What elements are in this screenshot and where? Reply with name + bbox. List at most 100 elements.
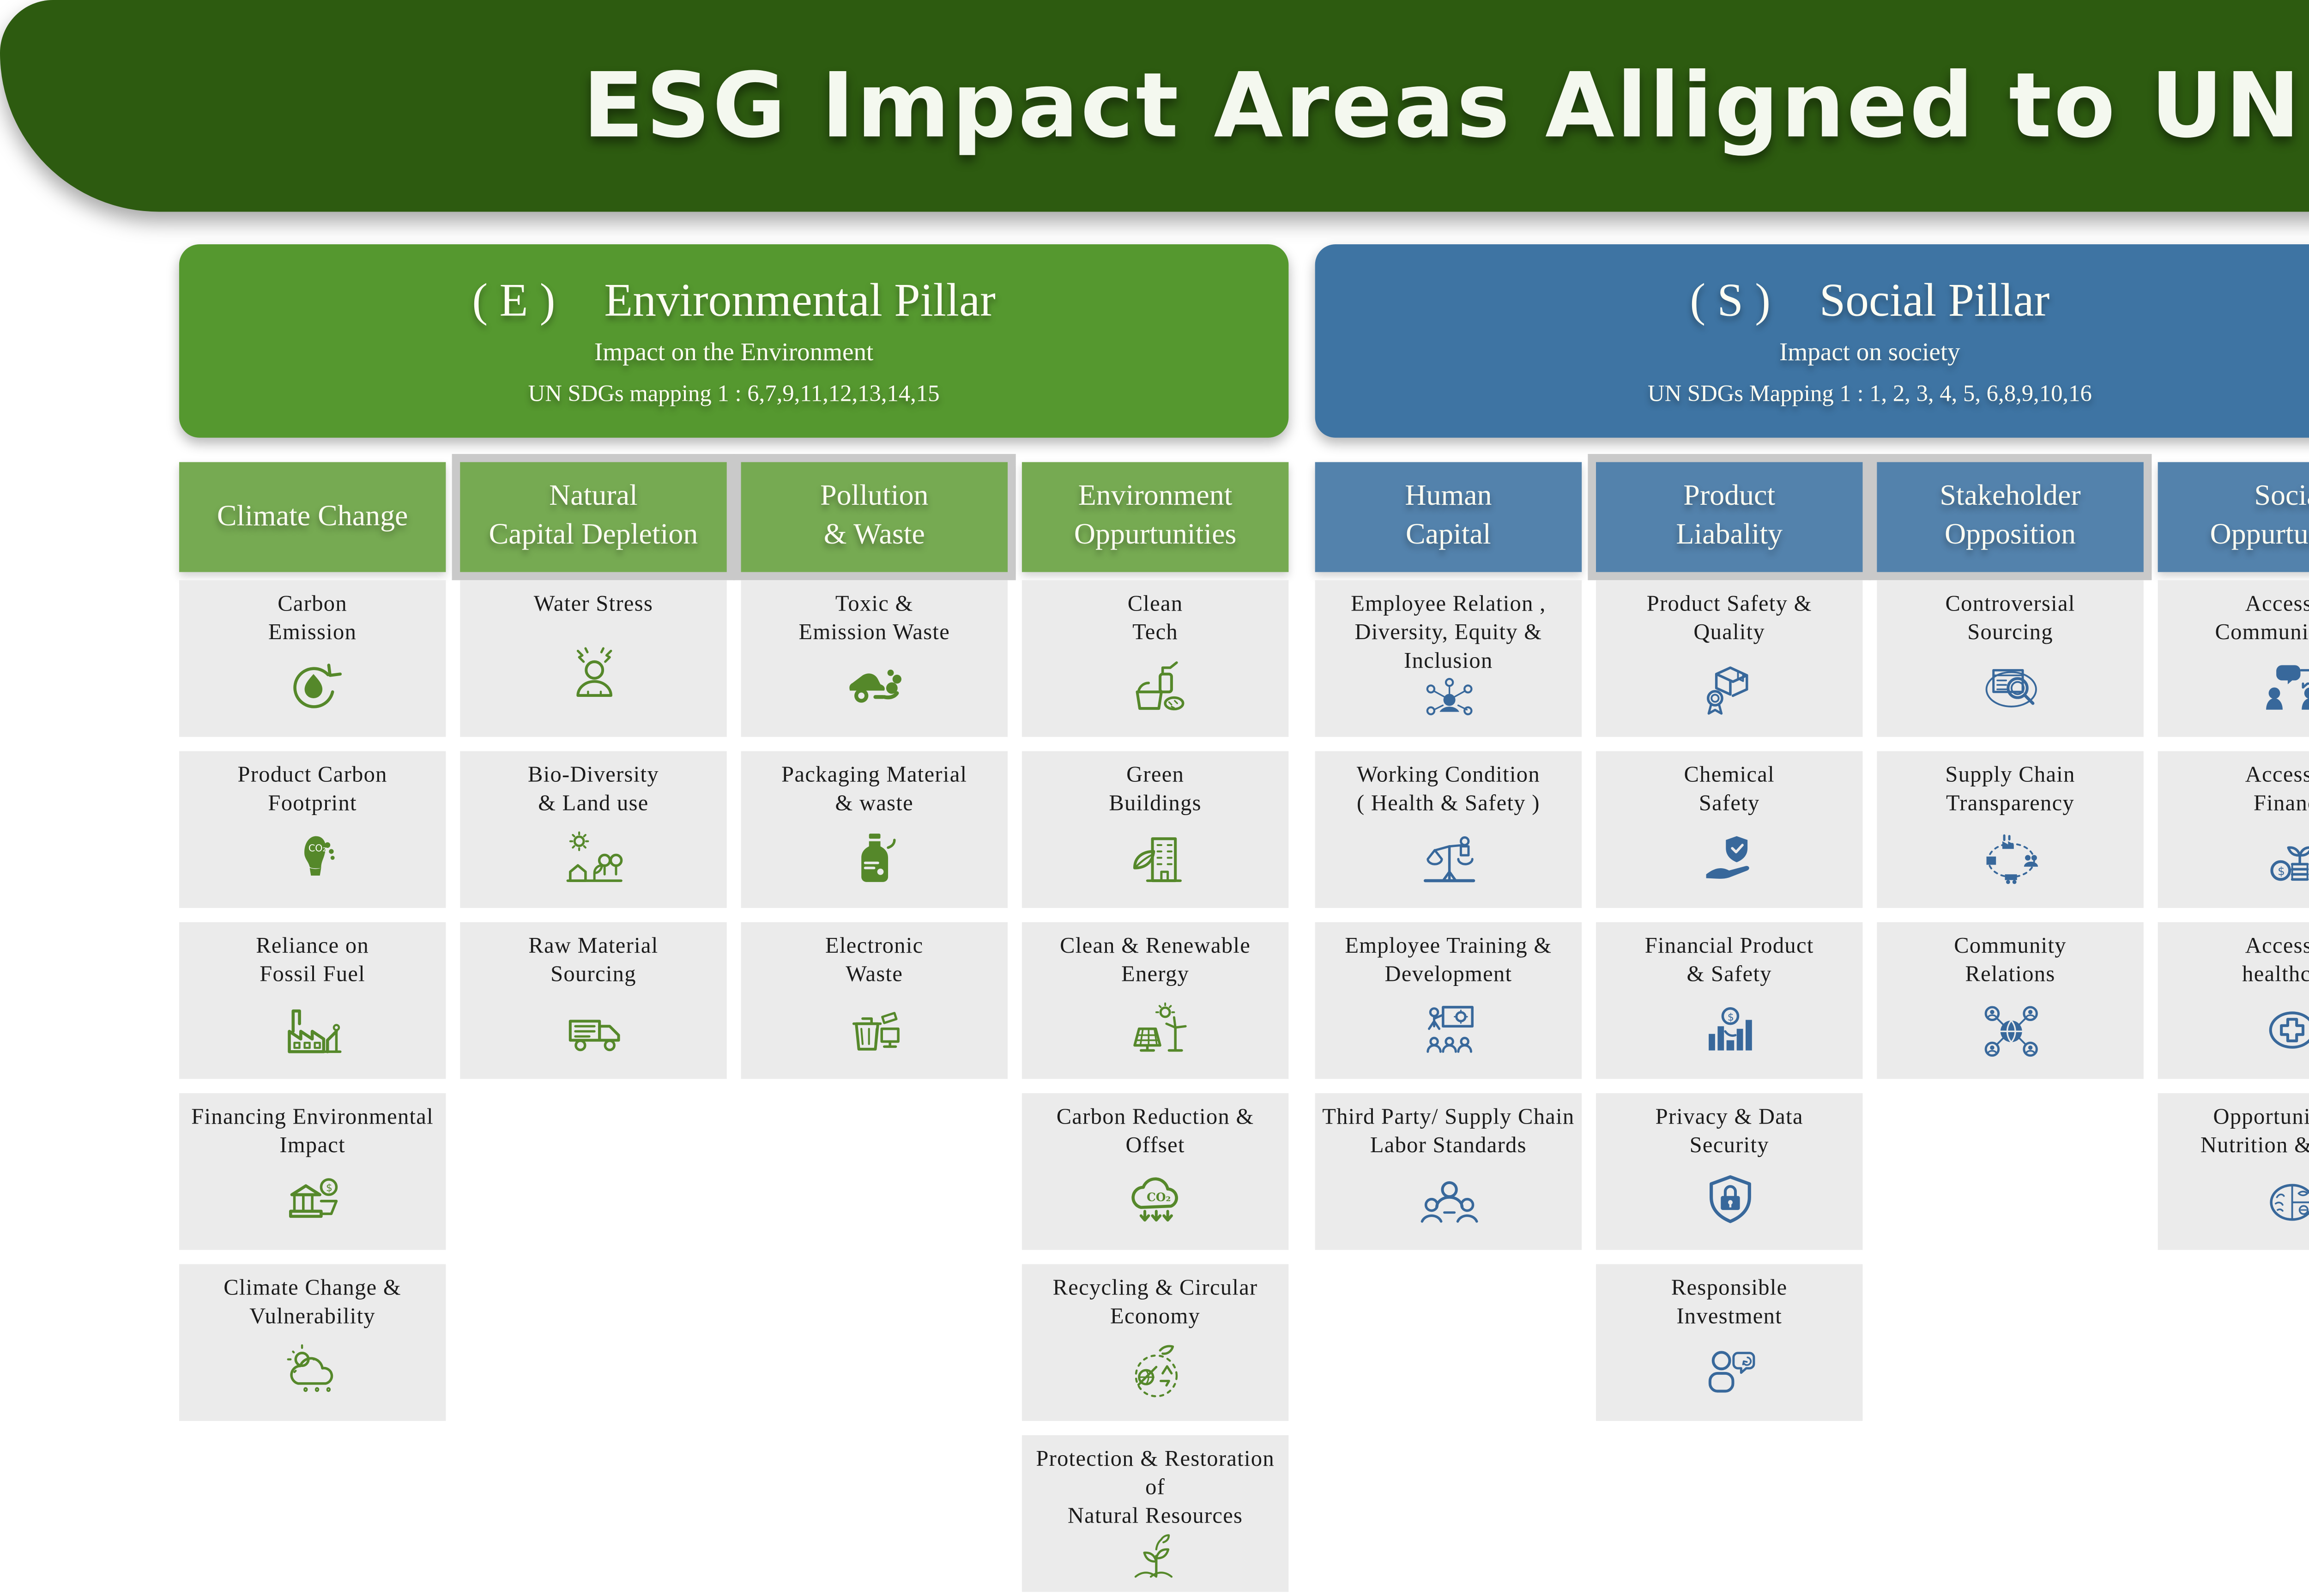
green-building-leaf-icon	[1111, 819, 1200, 900]
pillar-sdg-mapping: UN SDGs mapping 1 : 6,7,9,11,12,13,14,15	[528, 382, 940, 407]
supplychain-cycle-icon	[1965, 819, 2055, 900]
scale-balance-icon	[1403, 819, 1493, 900]
impact-label: Carbon Reduction & Offset	[1056, 1105, 1254, 1158]
restoration-sprout-icon	[1111, 1531, 1200, 1584]
svg-text:$: $	[325, 1183, 332, 1194]
svg-text:$: $	[2277, 865, 2284, 878]
impact-cell: Climate Change & Vulnerability	[179, 1264, 446, 1421]
category-header: Environment Oppurtunities	[1022, 462, 1289, 572]
pillar-name: Environmental Pillar	[604, 275, 996, 326]
impact-label: Responsible Investment	[1671, 1276, 1788, 1329]
coins-sprout-icon: $	[2246, 819, 2309, 900]
category-header: Stakeholder Opposition	[1877, 462, 2144, 572]
impact-label: Access to healthcare	[2242, 934, 2309, 987]
quality-badge-box-icon	[1685, 648, 1774, 729]
training-presentation-icon	[1403, 991, 1493, 1071]
pillar-letter: ( S )	[1690, 275, 1771, 326]
impact-cell: Controversial Sourcing	[1877, 580, 2144, 737]
impact-cell: Toxic & Emission Waste	[741, 580, 1008, 737]
impact-cell: Electronic Waste	[741, 922, 1008, 1079]
impact-label: Carbon Emission	[268, 592, 357, 645]
category-header: Pollution & Waste	[741, 462, 1008, 572]
pillar-subtitle: Impact on the Environment	[594, 338, 874, 367]
impact-cell: Recycling & Circular Economy	[1022, 1264, 1289, 1421]
labor-group-icon	[1403, 1161, 1493, 1242]
impact-cell: Carbon Emission	[179, 580, 446, 737]
impact-cell: Bio-Diversity & Land use	[460, 751, 727, 908]
sourcing-truck-icon	[549, 991, 638, 1071]
renewable-energy-icon	[1111, 991, 1200, 1071]
climate-vulnerability-icon	[268, 1332, 357, 1413]
impact-label: Access to Finance	[2245, 763, 2309, 816]
impact-label: Clean Tech	[1127, 592, 1183, 645]
carbon-emission-cycle-icon	[268, 648, 357, 729]
financing-bank-icon: $	[268, 1161, 357, 1242]
impact-label: Supply Chain Transparency	[1945, 763, 2075, 816]
svg-text:CO₂: CO₂	[1146, 1191, 1170, 1204]
impact-cell: Packaging Material & waste	[741, 751, 1008, 908]
page-title: ESG Impact Areas Alligned to UN SDGs	[582, 54, 2309, 158]
category-header: Climate Change	[179, 462, 446, 572]
category-header: Natural Capital Depletion	[460, 462, 727, 572]
impact-cell: Supply Chain Transparency	[1877, 751, 2144, 908]
nutrition-wheel-icon	[2246, 1161, 2309, 1242]
pillar-title: ( E ) Environmental Pillar	[179, 275, 1288, 328]
impact-cell: Protection & Restoration of Natural Reso…	[1022, 1435, 1289, 1592]
healthcare-cross-icon	[2246, 991, 2309, 1071]
co2-reduction-cloud-icon: CO₂	[1111, 1161, 1200, 1242]
sourcing-search-icon	[1965, 648, 2055, 729]
impact-label: Green Buildings	[1109, 763, 1202, 816]
pillar-social-header: ( S )Social Pillar Impact on society UN …	[1315, 244, 2309, 438]
category-header: Human Capital	[1315, 462, 1582, 572]
impact-label: Employee Relation , Diversity, Equity & …	[1351, 592, 1546, 673]
impact-label: Clean & Renewable Energy	[1060, 934, 1251, 987]
impact-label: Access to Communication	[2215, 592, 2309, 645]
shield-hand-icon	[1685, 819, 1774, 900]
pillar-title: ( S ) Social Pillar	[1315, 275, 2309, 328]
category-column: Social OppurtunitiesAccess to Communicat…	[2158, 462, 2309, 1596]
impact-cell: Responsible Investment	[1596, 1264, 1863, 1421]
impact-label: Product Carbon Footprint	[237, 763, 387, 816]
impact-cell: Product Safety & Quality	[1596, 580, 1863, 737]
impact-cell: Access to Communication	[2158, 580, 2309, 737]
impact-label: Controversial Sourcing	[1945, 592, 2075, 645]
impact-label: Third Party/ Supply Chain Labor Standard…	[1322, 1105, 1575, 1158]
impact-label: Toxic & Emission Waste	[798, 592, 950, 645]
water-stress-person-icon	[549, 620, 638, 729]
impact-label: Employee Training & Development	[1345, 934, 1552, 987]
impact-label: Financing Environmental Impact	[191, 1105, 434, 1158]
impact-label: Water Stress	[533, 592, 653, 617]
impact-cell: Financial Product & Safety$	[1596, 922, 1863, 1079]
communication-people-icon	[2246, 648, 2309, 729]
community-globe-icon	[1965, 991, 2055, 1071]
impact-label: Working Condition ( Health & Safety )	[1356, 763, 1540, 816]
category-header: Social Oppurtunities	[2158, 462, 2309, 572]
impact-cell: Employee Training & Development	[1315, 922, 1582, 1079]
impact-cell: Water Stress	[460, 580, 727, 737]
impact-cell: Working Condition ( Health & Safety )	[1315, 751, 1582, 908]
impact-cell: Access to Finance $	[2158, 751, 2309, 908]
impact-cell: Green Buildings	[1022, 751, 1289, 908]
pillar-subtitle: Impact on society	[1779, 338, 1960, 367]
impact-label: Privacy & Data Security	[1655, 1105, 1803, 1158]
pillar-environmental-header: ( E ) Environmental Pillar Impact on the …	[179, 244, 1289, 438]
pillar-name: Social Pillar	[1819, 275, 2050, 326]
impact-label: Raw Material Sourcing	[528, 934, 659, 987]
impact-cell: Clean Tech	[1022, 580, 1289, 737]
pillar-letter: ( E )	[472, 275, 556, 326]
category-header: Product Liabality	[1596, 462, 1863, 572]
dei-network-icon	[1403, 677, 1493, 729]
impact-label: Community Relations	[1954, 934, 2067, 987]
circular-economy-icon	[1111, 1332, 1200, 1413]
impact-label: Climate Change & Vulnerability	[224, 1276, 402, 1329]
impact-label: Protection & Restoration of Natural Reso…	[1036, 1447, 1275, 1528]
